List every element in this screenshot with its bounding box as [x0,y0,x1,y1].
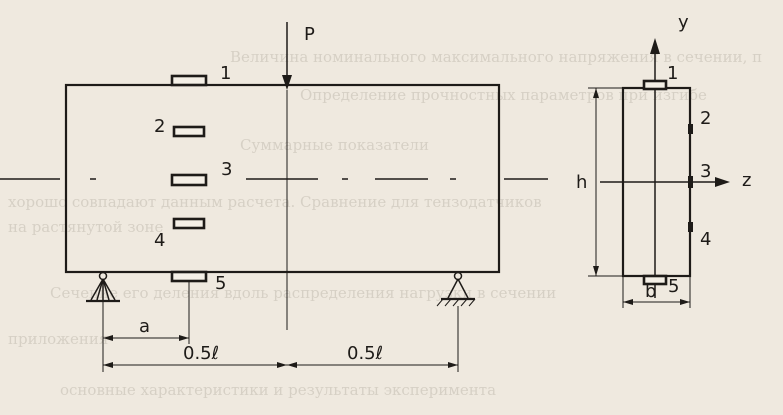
cross-section: y z 1 2 3 4 5 h [576,12,751,308]
section-gauge-label-4: 4 [700,229,711,250]
section-gauge-2 [688,124,693,134]
gauge-label-4: 4 [154,230,165,251]
dimension-h-label: h [576,172,587,193]
dimension-half-right-label: 0.5ℓ [347,343,383,364]
z-axis [600,177,730,187]
dimension-b-label: b [645,281,656,302]
background-text: Величина номинального максимального напр… [8,48,762,399]
right-support-icon [436,271,476,307]
dimension-a [103,335,189,341]
load-arrow [282,22,292,330]
background-text-line: основные характеристики и результаты экс… [60,381,496,399]
dimension-half-right [287,362,458,368]
gauge-4 [172,217,206,230]
section-gauge-label-1: 1 [667,63,678,84]
beam-body [64,83,501,274]
section-gauge-5 [642,274,668,286]
section-gauge-label-3: 3 [700,161,711,182]
y-axis-label: y [678,12,689,33]
section-gauges [642,79,693,286]
gauge-label-3: 3 [221,159,232,180]
dimension-half-left-label: 0.5ℓ [183,343,219,364]
background-text-line: Определение прочностных параметров при и… [300,86,707,104]
section-gauge-label-2: 2 [700,108,711,129]
section-gauge-label-5: 5 [668,276,679,297]
dimension-a-label: a [139,316,150,337]
section-gauge-4 [688,222,693,232]
background-text-line: на растянутой зоне [8,218,164,236]
beam-gauges [170,74,208,283]
gauge-label-5: 5 [215,273,226,294]
z-axis-label: z [742,170,751,191]
background-text-line: приложения [8,330,108,348]
gauge-5 [170,270,208,283]
gauge-2 [172,125,206,138]
dimension-b [622,276,691,308]
beam-side-view: P 1 2 3 4 5 [0,22,548,372]
background-text-line: Величина номинального максимального напр… [230,48,762,66]
background-text-line: Суммарные показатели [240,136,429,154]
dimension-h [588,87,623,277]
y-axis [650,38,660,298]
section-gauge-3 [688,176,693,188]
section-gauge-1 [642,79,668,91]
left-support-icon [86,271,120,303]
gauge-1 [170,74,208,87]
load-label: P [304,24,315,45]
gauge-label-1: 1 [220,63,231,84]
background-text-line: Сечение его деления вдоль распределения … [50,284,556,302]
gauge-label-2: 2 [154,116,165,137]
gauge-3 [170,173,208,187]
dimension-half-left [103,362,287,368]
background-text-line: хорошо совпадают данным расчета. Сравнен… [8,193,542,211]
